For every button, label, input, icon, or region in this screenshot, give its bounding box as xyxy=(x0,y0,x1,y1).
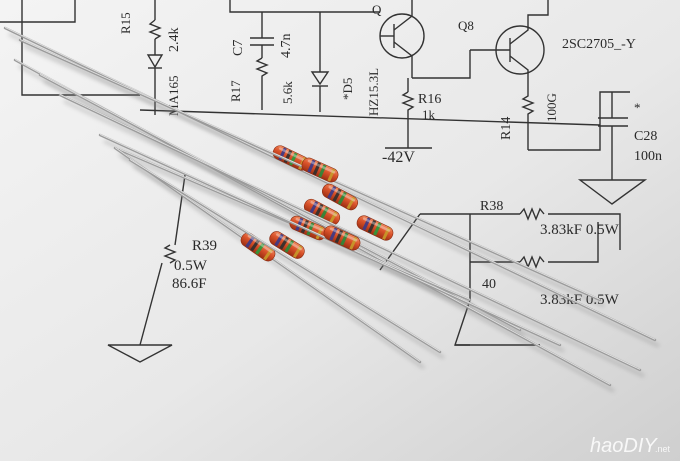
resistor-color-band xyxy=(334,230,344,244)
resistor-color-band xyxy=(300,220,309,234)
resistor-shine xyxy=(307,159,336,174)
resistor-color-band xyxy=(329,227,338,241)
resistor-group xyxy=(3,26,660,393)
resistor-shine xyxy=(328,185,356,202)
label-r40: 40 xyxy=(482,277,496,292)
resistor-color-band xyxy=(245,235,256,248)
label-r38: R38 xyxy=(480,199,503,214)
resistor-color-band xyxy=(362,217,371,231)
resistor-shine xyxy=(362,217,391,232)
resistor xyxy=(113,146,422,364)
resistor-color-band xyxy=(318,164,327,178)
resistor-color-band xyxy=(340,232,349,246)
resistor-color-band xyxy=(332,188,342,202)
label-c7: C7 xyxy=(231,40,246,56)
resistor-color-band xyxy=(314,203,324,217)
resistor-color-band xyxy=(292,245,303,258)
label-q7: Q xyxy=(372,2,382,17)
resistor-lead xyxy=(58,93,642,372)
resistor-shine xyxy=(310,200,338,217)
resistor-color-band xyxy=(255,242,266,255)
resistor-color-band xyxy=(319,206,329,220)
resistor-lead-highlight xyxy=(59,94,641,370)
resistor-color-band xyxy=(315,226,324,240)
resistor-color-band xyxy=(367,219,377,234)
label-r14-value: 100G xyxy=(544,93,559,122)
resistor-color-band xyxy=(327,186,337,199)
resistor-color-band xyxy=(328,211,338,225)
resistor-color-band xyxy=(263,247,274,261)
resistor-body xyxy=(321,183,359,211)
resistor xyxy=(18,38,602,302)
label-q8-part: 2SC2705_-Y xyxy=(562,37,636,52)
resistor xyxy=(58,93,642,372)
resistor-body xyxy=(269,231,305,259)
resistor-color-band xyxy=(337,191,347,205)
resistor-shine xyxy=(295,217,324,232)
label-r39: R39 xyxy=(192,238,217,254)
label-r16-value: 1k xyxy=(422,107,436,122)
resistor-lead-highlight xyxy=(129,159,441,352)
resistor-color-band xyxy=(309,201,319,215)
resistor-color-band xyxy=(349,236,358,250)
resistor-shine xyxy=(278,147,307,162)
resistor-color-band xyxy=(307,159,316,173)
watermark-text: haoDIY xyxy=(590,435,658,457)
resistor-body xyxy=(301,157,339,183)
resistor-body xyxy=(303,198,341,226)
label-d5-part: HZ15.3L xyxy=(366,68,381,116)
resistor-body xyxy=(323,225,361,251)
resistor-lead-highlight xyxy=(4,27,656,340)
resistor-color-band xyxy=(373,222,382,236)
resistor-body xyxy=(356,215,394,241)
resistor xyxy=(98,133,562,347)
label-r14: R14 xyxy=(499,117,514,140)
resistor-color-band xyxy=(295,217,304,231)
resistor-color-band xyxy=(346,196,356,210)
label-r16: R16 xyxy=(418,92,441,107)
label-c7-value: 4.7n xyxy=(279,34,294,59)
resistor-color-band xyxy=(250,238,261,252)
label-r15: R15 xyxy=(118,12,133,34)
resistor-color-band xyxy=(312,162,322,176)
label-r38-value: 3.83kF 0.5W xyxy=(540,222,620,238)
resistor-color-band xyxy=(279,236,289,250)
resistor-body xyxy=(240,232,276,262)
resistor-color-band xyxy=(284,240,294,253)
label-r39-power: 0.5W xyxy=(174,258,208,274)
resistor-color-band xyxy=(327,168,336,182)
label-rail-voltage: -42V xyxy=(382,149,415,166)
label-d5: *D5 xyxy=(340,78,355,100)
resistor xyxy=(128,158,442,354)
resistor-color-band xyxy=(306,222,315,236)
watermark-suffix: .net xyxy=(655,444,671,454)
resistor-shine xyxy=(276,233,302,251)
schematic-drawing xyxy=(0,0,648,363)
label-r39-value: 86.6F xyxy=(172,276,207,292)
label-c28-mark: * xyxy=(634,100,641,115)
label-r17-value: 5.6k xyxy=(280,81,295,104)
label-r17: R17 xyxy=(228,80,243,102)
label-q8: Q8 xyxy=(458,18,474,33)
label-c28: C28 xyxy=(634,129,657,144)
resistor-lead xyxy=(128,158,442,354)
resistor-color-band xyxy=(382,226,391,240)
resistor-color-band xyxy=(274,233,284,247)
label-r15-value: 2.4k xyxy=(167,28,182,53)
resistor-shine xyxy=(247,234,273,254)
resistor-shine xyxy=(329,227,358,242)
label-c28-value: 100n xyxy=(634,149,662,164)
